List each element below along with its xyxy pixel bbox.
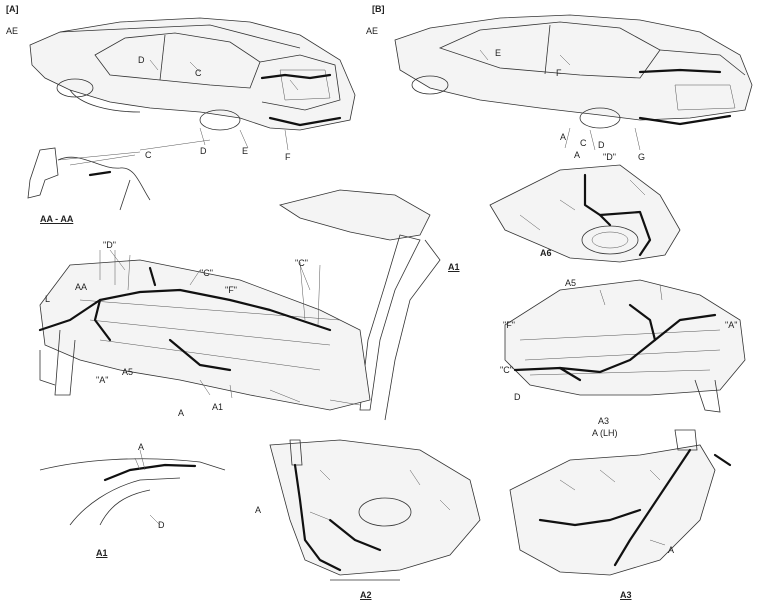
car-a-callout: F: [285, 152, 291, 162]
rear-floor-assembly: [504, 279, 746, 413]
panel-b-label: [B]: [372, 4, 385, 14]
section-aa: [27, 147, 151, 211]
view-arrow-b: AE: [366, 26, 379, 36]
view-arrow-a: AE: [6, 26, 19, 36]
aa-section-caption: AA - AA: [40, 214, 74, 224]
leader-lines: [69, 139, 666, 546]
detail-a6: [489, 164, 681, 263]
a3-callout: A: [668, 545, 675, 555]
a6-callout: A: [574, 150, 581, 160]
rear-callout: "A": [725, 320, 738, 330]
a3-caption: A3: [620, 590, 632, 600]
center-callout: "A": [96, 375, 109, 385]
a1-callout: A: [138, 442, 145, 452]
center-callout: A: [178, 408, 185, 418]
aa-section-callout: C: [145, 150, 152, 160]
detail-a3: [509, 429, 732, 576]
a2-caption: A2: [360, 590, 372, 600]
detail-a2: [269, 439, 481, 581]
car-a-callout: D: [138, 55, 145, 65]
rear-callout: "C": [500, 365, 513, 375]
rear-callout: A5: [565, 278, 577, 288]
engine-bay-assembly: [38, 189, 441, 421]
a1-caption: A1: [96, 548, 108, 558]
center-callout: A1: [212, 402, 224, 412]
car-b-sedan: [394, 14, 753, 151]
center-callout: AA: [75, 282, 88, 292]
car-a-callout: D: [200, 146, 207, 156]
car-b-callout: G: [638, 152, 646, 162]
car-b-callout: E: [495, 48, 502, 58]
a2-callout: A: [255, 505, 262, 515]
car-a-hatchback: [29, 17, 356, 151]
rear-sub-caption: A (LH): [592, 428, 618, 438]
rear-callout: D: [514, 392, 521, 402]
center-link-caption: A1: [448, 262, 460, 272]
center-callout: A5: [122, 367, 134, 377]
center-callout: L: [45, 294, 51, 304]
center-callout: "C": [295, 258, 308, 268]
panel-a-label: [A]: [6, 4, 19, 14]
car-b-callout: C: [580, 138, 587, 148]
center-callout: "F": [225, 285, 237, 295]
center-callout: "D": [103, 240, 116, 250]
car-a-callout: E: [242, 146, 249, 156]
detail-a1: [39, 457, 226, 526]
car-b-callout: D: [598, 140, 605, 150]
car-a-callout: C: [195, 68, 202, 78]
rear-callout: "F": [503, 320, 515, 330]
car-b-callout: F: [556, 68, 562, 78]
car-b-callout: A: [560, 132, 567, 142]
a6-callout: "D": [603, 152, 616, 162]
a6-caption: A6: [540, 248, 552, 258]
rear-callout: A3: [598, 416, 610, 426]
a1-callout: D: [158, 520, 165, 530]
center-callout: "C": [200, 268, 213, 278]
